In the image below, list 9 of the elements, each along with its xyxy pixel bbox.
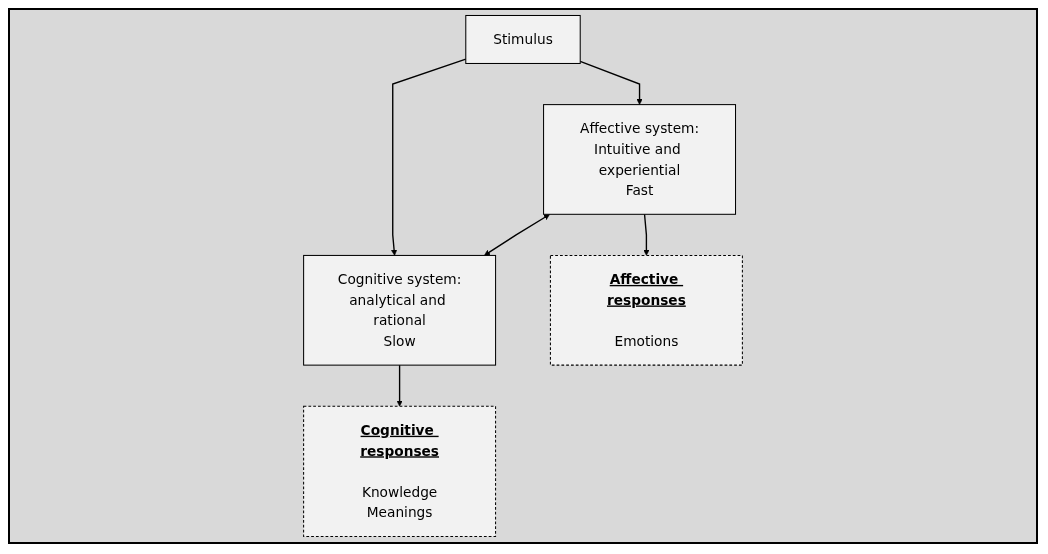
node-box: Affective system: Intuitive and experiential Fast [543,104,737,215]
node-box: Cognitive system: analytical and rational Slow [303,254,497,366]
node-box: Cognitive responses Knowledge Meanings [303,405,497,538]
arrow [579,60,643,105]
arrow [484,214,550,256]
node-box: Affective responses Emotions [549,254,743,366]
node-box: Stimulus [465,14,581,64]
arrow [643,213,650,256]
arrow [396,364,403,407]
